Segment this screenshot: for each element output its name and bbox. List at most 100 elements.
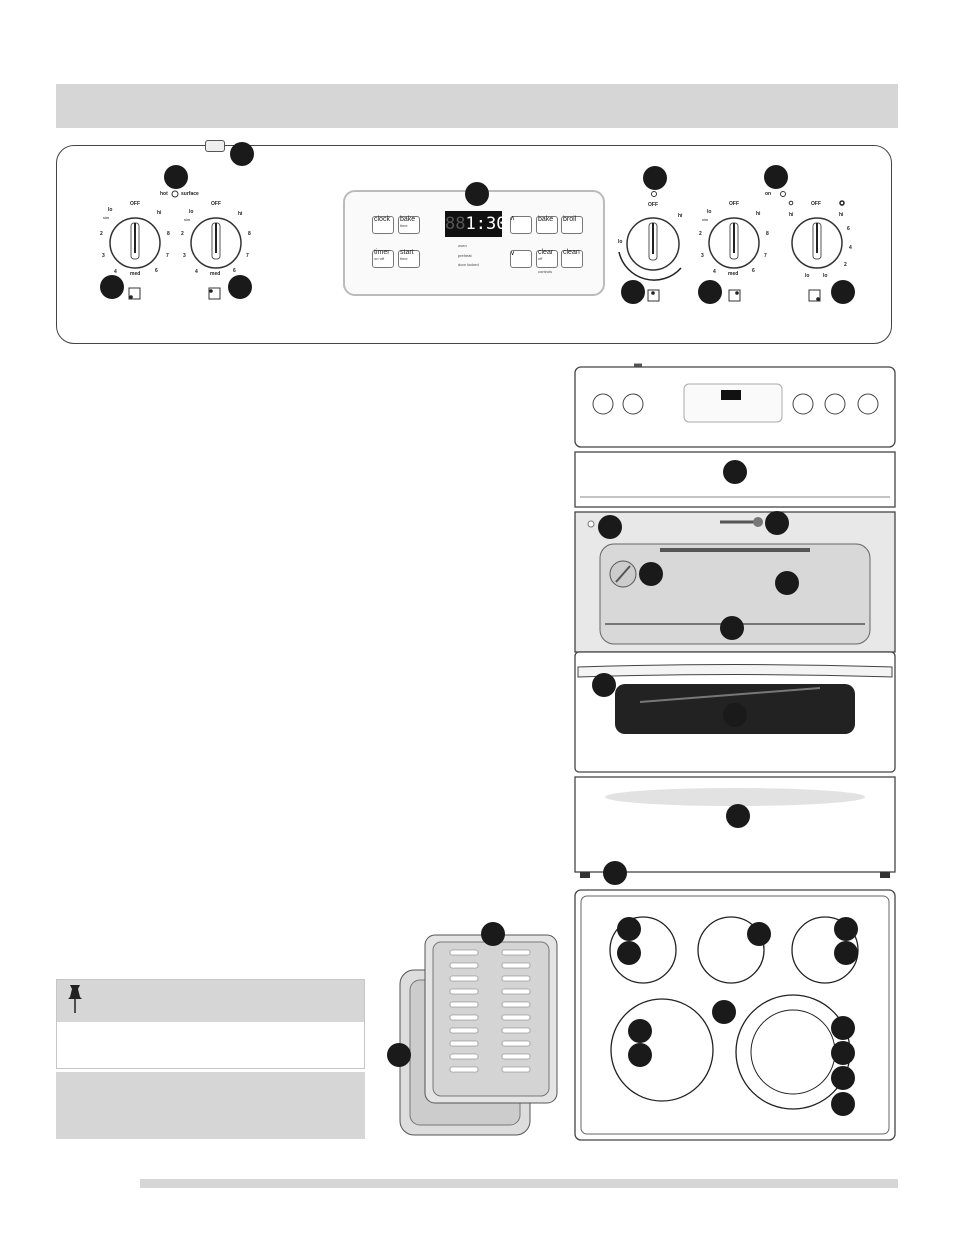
callout-cooktop-rf-a [831, 1016, 855, 1040]
callout-oven-rack [720, 616, 744, 640]
timer-key-sublabel: on·off [374, 257, 384, 261]
callout-hot-surface [164, 165, 188, 189]
knob1-off-label: OFF [130, 201, 140, 207]
knob2-med-label: med [210, 271, 220, 277]
knob2-3-label: 3 [183, 253, 186, 259]
callout-upper-drawer [723, 460, 747, 484]
hot-surface-light-icon [172, 191, 178, 197]
knob5-hi-indicator-icon [840, 201, 844, 205]
knob5-hi2-label: hi [839, 212, 843, 218]
knob1-4-label: 4 [114, 269, 117, 275]
callout-knob-lr [100, 275, 124, 299]
indicator-oven: oven [458, 243, 467, 248]
knob4-lo-label: lo [707, 209, 711, 215]
callout-cooktop-rr-b [834, 941, 858, 965]
surface-knob-right-front [792, 218, 842, 268]
knob4-8-label: 8 [766, 231, 769, 237]
callout-panel-light [230, 142, 254, 166]
callout-cooktop-rf-d [831, 1092, 855, 1116]
knob1-med-label: med [130, 271, 140, 277]
warmer-on-light-icon [652, 192, 657, 197]
start-time-key-label: start [400, 249, 414, 256]
callout-oven-control [465, 182, 489, 206]
knob4-7-label: 7 [764, 253, 767, 259]
callout-cooktop-rf-b [831, 1041, 855, 1065]
knob5-lo-label: lo [805, 273, 809, 279]
callout-cooktop-lf-a [628, 1019, 652, 1043]
knob2-6-label: 6 [233, 268, 236, 274]
callout-knob-lf [228, 275, 252, 299]
knob2-2-label: 2 [181, 231, 184, 237]
bake-time-key-sublabel: time [400, 224, 408, 228]
controls-lock-label: controls [538, 270, 552, 274]
electronic-oven-control [343, 190, 605, 296]
callout-cooktop-cr [747, 922, 771, 946]
knob3-lo-label: lo [618, 239, 622, 245]
header-bar [56, 84, 898, 128]
knob4-2-label: 2 [699, 231, 702, 237]
knob5-lo-indicator-icon [789, 201, 793, 205]
knob4-simmer-label: sim [702, 217, 708, 222]
up-arrow-label: ∧ [510, 215, 515, 222]
callout-cooktop-lr-b [617, 941, 641, 965]
knob3-hi-label: hi [678, 213, 682, 219]
knob5-4-label: 4 [849, 245, 852, 251]
callout-on-light [764, 165, 788, 189]
knob1-3-label: 3 [102, 253, 105, 259]
knob4-6-label: 6 [752, 268, 755, 274]
callout-knob-rr [698, 280, 722, 304]
knob2-8-label: 8 [248, 231, 251, 237]
knob2-off-label: OFF [211, 201, 221, 207]
clock-key-label: clock [374, 216, 390, 223]
callout-leveling-leg [603, 861, 627, 885]
knob5-hi-label: hi [789, 212, 793, 218]
footer-bar [140, 1179, 898, 1188]
callout-cooktop-rf-c [831, 1066, 855, 1090]
knob1-lo-label: lo [108, 207, 112, 213]
callout-knob-warmer [621, 280, 645, 304]
knob1-simmer-label: sim [103, 215, 109, 220]
callout-cooktop-lf-b [628, 1043, 652, 1067]
knob5-6-label: 6 [847, 226, 850, 232]
knob2-4-label: 4 [195, 269, 198, 275]
callout-knob-rf [831, 280, 855, 304]
callout-oven-light [639, 562, 663, 586]
callout-oven-sensor [765, 511, 789, 535]
bake-key-label: bake [538, 216, 553, 223]
knob5-2-label: 2 [844, 262, 847, 268]
knob1-7-label: 7 [166, 253, 169, 259]
callout-cooktop-center [712, 1000, 736, 1024]
knob4-3-label: 3 [701, 253, 704, 259]
knob2-simmer-label: sim [184, 217, 190, 222]
knob5-lo2-label: lo [823, 273, 827, 279]
knob1-2-label: 2 [100, 231, 103, 237]
callout-cooktop-lr-a [617, 917, 641, 941]
down-arrow-label: ∨ [510, 250, 515, 257]
knob2-hi-label: hi [238, 211, 242, 217]
knob4-med-label: med [728, 271, 738, 277]
hot-surface-label2: surface [181, 191, 199, 197]
broil-key-label: broil [563, 216, 576, 223]
knob1-8-label: 8 [167, 231, 170, 237]
clear-key-sublabel: off [538, 257, 542, 261]
timer-key-label: timer [374, 249, 390, 256]
callout-door-window [723, 703, 747, 727]
knob3-off-label: OFF [648, 202, 658, 208]
knob4-4-label: 4 [713, 269, 716, 275]
knob2-7-label: 7 [246, 253, 249, 259]
knob1-hi-label: hi [157, 210, 161, 216]
callout-oven-cavity [775, 571, 799, 595]
start-time-key-sublabel: time [400, 257, 408, 261]
note-box-secondary [56, 1072, 365, 1139]
clean-key-label: clean [563, 249, 580, 256]
indicator-door-locked: door locked [458, 262, 479, 267]
warmer-knob [619, 218, 681, 280]
knob1-6-label: 6 [155, 268, 158, 274]
broiler-pan-illustration [395, 930, 565, 1140]
callout-broiler-grid [481, 922, 505, 946]
callout-storage-drawer [726, 804, 750, 828]
surface-knob-left-front [191, 218, 241, 268]
oven-display: 881:30 [445, 211, 502, 237]
on-label: on [765, 191, 771, 197]
knob5-off-label: OFF [811, 201, 821, 207]
